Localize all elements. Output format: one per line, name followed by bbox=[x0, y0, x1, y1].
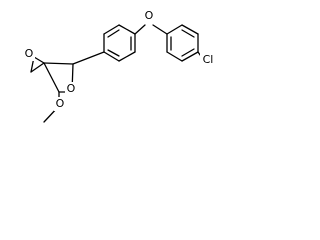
bond-ring2-f bbox=[166, 24, 183, 35]
chemical-structure-diagram: O O O O Cl bbox=[23, 9, 216, 123]
ether-oxygen-label-bg bbox=[143, 9, 155, 23]
bond-ring2-e bbox=[181, 24, 199, 35]
epoxide-oxygen-label: O bbox=[25, 47, 34, 60]
bond-oxetane-phenyl bbox=[72, 51, 105, 65]
bond-ring2-c bbox=[181, 51, 199, 62]
bond-ring2-inner-3 bbox=[181, 29, 195, 38]
bond-ring1-c bbox=[118, 24, 136, 35]
epoxide-oxygen-label-bg bbox=[23, 47, 35, 61]
bond-ring1-ether-o bbox=[134, 24, 146, 35]
bond-ring1-inner-3 bbox=[107, 49, 120, 57]
methoxy-oxygen-label-bg bbox=[54, 97, 66, 111]
bond-oxetane-spiro-top bbox=[43, 62, 74, 65]
bond-ring2-b bbox=[166, 51, 183, 62]
bond-ring1-f bbox=[103, 51, 120, 62]
bond-ether-o-ring2 bbox=[152, 24, 168, 35]
methoxy-oxygen-label: O bbox=[56, 97, 65, 110]
atom-labels: O O O O Cl bbox=[23, 9, 216, 111]
chlorine-label: Cl bbox=[203, 53, 214, 66]
bond-epoxide-spiro-o bbox=[33, 56, 45, 64]
ring-oxygen-label-bg bbox=[65, 82, 77, 96]
ether-oxygen-label: O bbox=[145, 9, 154, 22]
bond-ring1-e bbox=[118, 51, 136, 62]
bond-epoxide-ch2-spiro bbox=[30, 62, 45, 73]
chlorine-label-bg bbox=[200, 53, 216, 67]
bond-ring1-inner-1 bbox=[107, 29, 120, 38]
bond-ring2-inner-2 bbox=[181, 48, 195, 57]
ring-oxygen-label: O bbox=[67, 82, 76, 95]
bond-oxetane-bottom-spiro bbox=[43, 62, 60, 93]
bond-ring1-b bbox=[103, 24, 120, 35]
